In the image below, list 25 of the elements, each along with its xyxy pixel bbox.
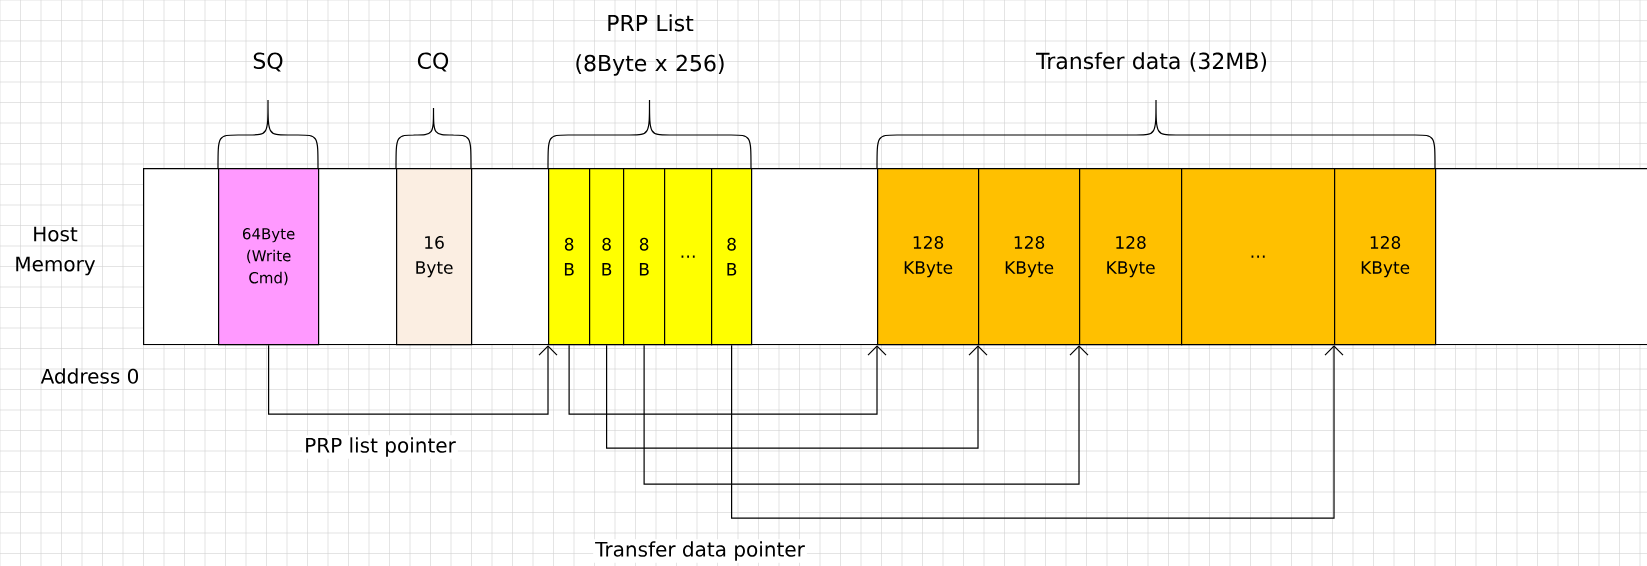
pointer-arrow — [568, 344, 887, 415]
address-label: Address 0 — [40, 368, 139, 384]
memory-cell: 8 B — [623, 168, 666, 346]
memory-cell: 128 KByte — [1079, 168, 1183, 346]
pointer-arrow — [643, 344, 1089, 485]
memory-cell: … — [664, 168, 713, 346]
pointer-arrow — [606, 344, 988, 449]
brace-label: PRP List (8Byte x 256) — [576, 14, 724, 76]
pointer-arrow — [731, 344, 1344, 519]
memory-cell: 8 B — [548, 168, 591, 346]
brace-label: SQ — [253, 52, 283, 72]
memory-cell: 128 KByte — [877, 168, 980, 346]
memory-cell: 128 KByte — [978, 168, 1081, 346]
memory-cell: 16 Byte — [396, 168, 473, 346]
memory-cell: 64Byte (Write Cmd) — [218, 168, 320, 346]
memory-cell: … — [1181, 168, 1336, 346]
strip-label: Host Memory — [16, 226, 96, 276]
memory-cell: 128 KByte — [1334, 168, 1437, 346]
edge-label: Transfer data pointer — [595, 541, 805, 561]
memory-cell: 8 B — [589, 168, 625, 346]
edge-label: PRP list pointer — [306, 437, 456, 457]
brace-label: Transfer data (32MB) — [1036, 52, 1267, 72]
brace-label: CQ — [417, 52, 449, 72]
pointer-arrow — [268, 344, 558, 415]
memory-cell: 8 B — [711, 168, 753, 346]
